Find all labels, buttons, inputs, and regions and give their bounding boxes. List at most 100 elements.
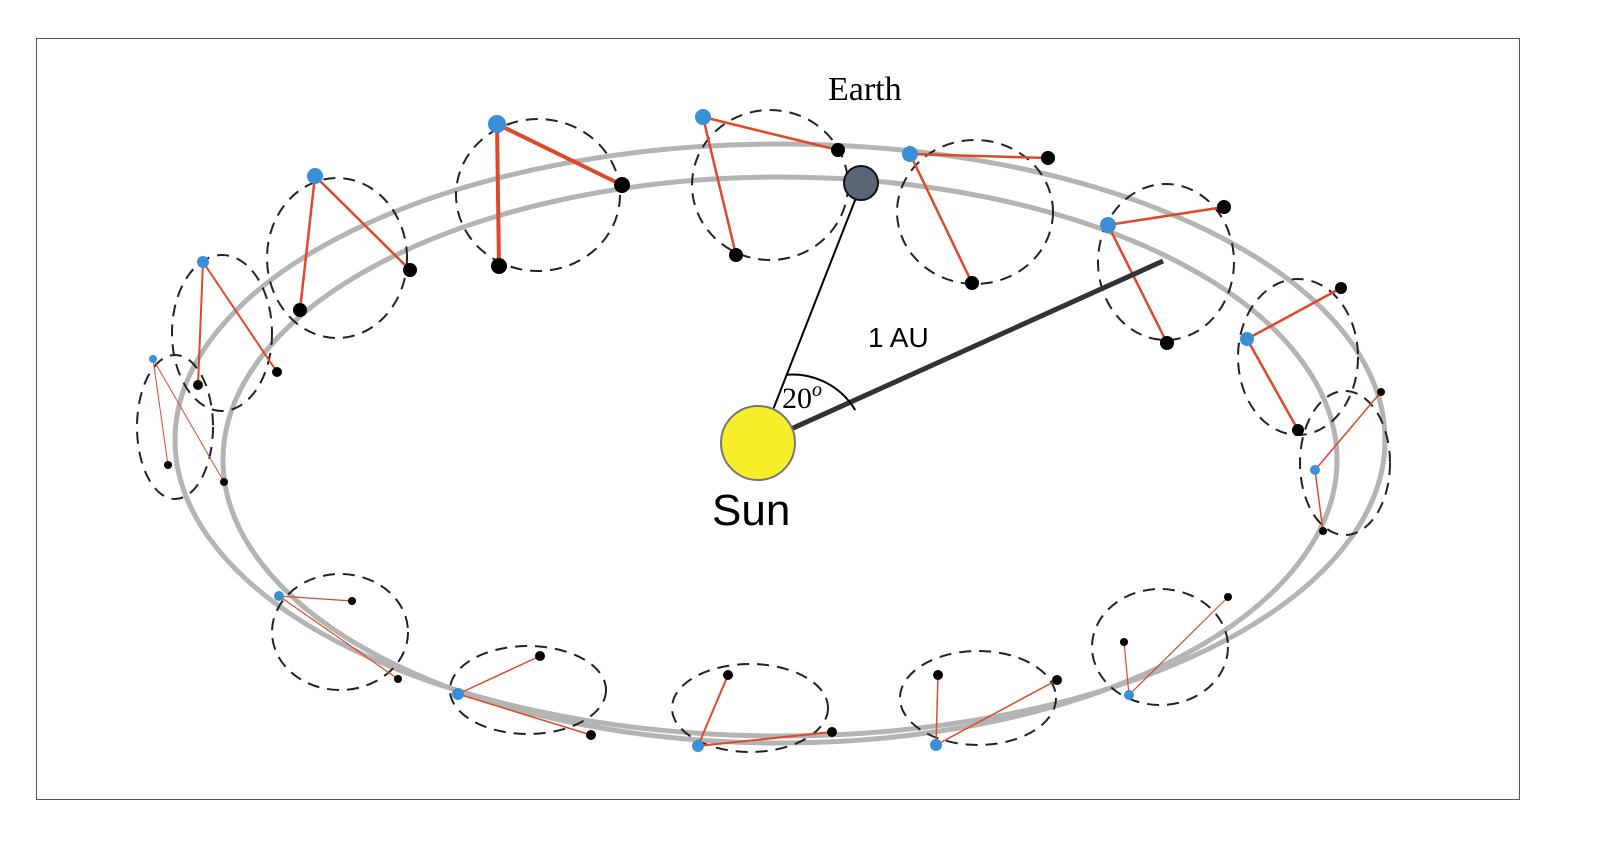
- spacecraft-black-dot: [933, 670, 943, 680]
- spacecraft-black-dot: [827, 727, 837, 737]
- spacecraft-black-dot: [1377, 388, 1385, 396]
- spacecraft-black-dot: [723, 670, 733, 680]
- laser-link: [197, 261, 204, 386]
- laser-link: [697, 731, 833, 747]
- orbit-rings: [172, 141, 1388, 746]
- sun-label: Sun: [712, 486, 790, 535]
- spacecraft-blue-dot: [149, 355, 157, 363]
- laser-link: [457, 655, 541, 695]
- spacecraft-blue-dot: [197, 256, 209, 268]
- laser-link: [1106, 224, 1169, 344]
- laser-link: [1246, 286, 1342, 341]
- formation-circle: [1299, 390, 1391, 536]
- formation-4: [1237, 278, 1359, 436]
- formation-7: [899, 650, 1062, 751]
- spacecraft-black-dot: [586, 730, 596, 740]
- laser-link: [496, 122, 623, 187]
- formation-circle: [1091, 588, 1229, 706]
- angle-superscript: o: [812, 379, 822, 401]
- sun-icon: [720, 405, 796, 481]
- formation-1: [691, 109, 849, 262]
- formation-circle: [271, 573, 409, 691]
- formation-13: [266, 168, 417, 339]
- laser-link: [278, 595, 353, 602]
- spacecraft-blue-dot: [1310, 465, 1320, 475]
- angle-arc: [786, 373, 857, 411]
- spacecraft-black-dot: [831, 143, 845, 157]
- formation-12: [171, 254, 282, 412]
- laser-link: [1314, 391, 1382, 471]
- laser-link: [314, 175, 411, 271]
- spacecraft-black-dot: [394, 675, 402, 683]
- sun-earth-line: [759, 184, 862, 444]
- sun-earth-geometry: Earth Sun 1 AU 20o: [712, 71, 1165, 535]
- formation-9: [449, 645, 607, 740]
- inner-orbit-ring: [220, 174, 1340, 746]
- spacecraft-black-dot: [1160, 336, 1174, 350]
- spacecraft-blue-dot: [488, 115, 506, 133]
- laser-link: [908, 153, 974, 284]
- spacecraft-black-dot: [1292, 424, 1304, 436]
- laser-link: [702, 115, 839, 152]
- spacecraft-black-dot: [729, 248, 743, 262]
- spacecraft-blue-dot: [1240, 332, 1254, 346]
- spacecraft-black-dot: [348, 597, 356, 605]
- angle-value: 20: [782, 382, 812, 415]
- laser-link: [935, 679, 1058, 746]
- laser-link: [202, 261, 278, 373]
- spacecraft-blue-dot: [1100, 217, 1116, 233]
- earth-label: Earth: [828, 71, 902, 108]
- spacecraft-black-dot: [1224, 593, 1232, 601]
- laser-link: [1314, 469, 1324, 532]
- formation-8: [671, 663, 837, 753]
- spacecraft-black-dot: [272, 367, 282, 377]
- laser-link: [298, 175, 317, 311]
- angle-label: 20o: [782, 379, 822, 415]
- formation-3: [1097, 183, 1235, 350]
- spacecraft-black-dot: [1041, 151, 1055, 165]
- formation-5: [1299, 388, 1391, 536]
- spacecraft-black-dot: [1217, 200, 1231, 214]
- spacecraft-black-dot: [965, 276, 979, 290]
- one-au-line: [758, 258, 1165, 446]
- formation-circle: [449, 645, 607, 735]
- formation-circle: [455, 118, 621, 272]
- spacecraft-blue-dot: [274, 591, 284, 601]
- spacecraft-black-dot: [164, 461, 172, 469]
- spacecraft-black-dot: [614, 177, 630, 193]
- spacecraft-black-dot: [535, 651, 545, 661]
- spacecraft-black-dot: [1120, 638, 1128, 646]
- spacecraft-blue-dot: [692, 740, 704, 752]
- spacecraft-blue-dot: [930, 739, 942, 751]
- spacecraft-blue-dot: [1124, 690, 1134, 700]
- spacecraft-formations: [136, 109, 1391, 753]
- formation-circle: [266, 177, 408, 339]
- formation-2: [896, 139, 1055, 290]
- laser-link: [457, 693, 592, 736]
- formation-14: [455, 115, 630, 274]
- outer-orbit-ring: [172, 141, 1388, 739]
- spacecraft-black-dot: [220, 478, 228, 486]
- laser-link: [1123, 641, 1130, 696]
- laser-link: [1245, 338, 1300, 431]
- spacecraft-black-dot: [1335, 282, 1347, 294]
- distance-label: 1 AU: [868, 322, 929, 353]
- laser-link: [152, 358, 225, 483]
- formation-circle: [671, 663, 829, 753]
- laser-link: [697, 674, 729, 747]
- spacecraft-black-dot: [403, 263, 417, 277]
- spacecraft-black-dot: [193, 380, 203, 390]
- formation-circle: [171, 254, 273, 412]
- formation-circle: [1097, 183, 1235, 341]
- formation-10: [271, 573, 409, 691]
- laser-link: [152, 358, 169, 466]
- spacecraft-blue-dot: [695, 109, 711, 125]
- spacecraft-black-dot: [293, 303, 307, 317]
- laser-link: [935, 674, 939, 746]
- laser-link: [278, 595, 399, 680]
- spacecraft-blue-dot: [902, 146, 918, 162]
- formation-11: [136, 354, 228, 500]
- laser-link: [701, 116, 738, 256]
- spacecraft-blue-dot: [452, 688, 464, 700]
